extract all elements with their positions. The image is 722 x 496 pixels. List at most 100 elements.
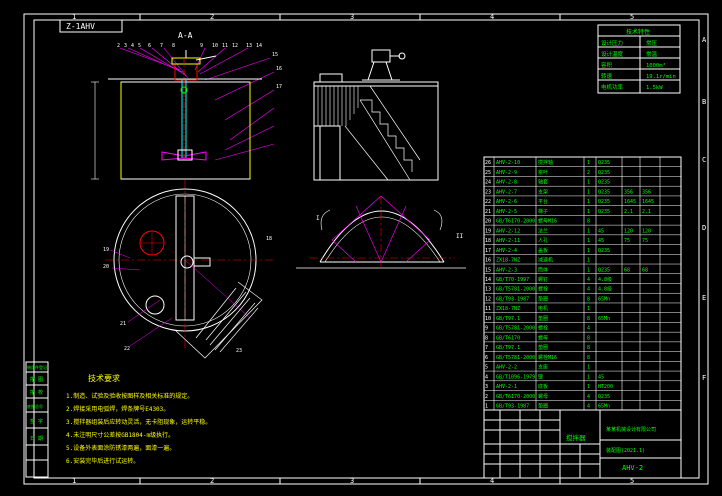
bom-cell: 3 bbox=[485, 384, 488, 390]
bom-cell: HT200 bbox=[598, 384, 613, 390]
bom-cell: 8 bbox=[587, 219, 590, 225]
bom-cell: Q235 bbox=[598, 248, 610, 254]
bom-cell: 45 bbox=[598, 238, 604, 244]
dome-truss-view: I II bbox=[296, 195, 466, 270]
svg-text:8: 8 bbox=[172, 43, 175, 49]
svg-text:13: 13 bbox=[246, 43, 252, 49]
margin-label-3: 底图总号 bbox=[27, 403, 43, 409]
zone-col-5-bottom: 5 bbox=[630, 477, 634, 485]
bom-cell: 4 bbox=[485, 374, 488, 380]
bom-cell: 8 bbox=[485, 335, 488, 341]
bom-cell: 4 bbox=[587, 277, 590, 283]
tech-line-5: 5.设备外表面涂防锈漆两遍，面漆一遍。 bbox=[66, 444, 175, 452]
bom-cell: 4.8级 bbox=[598, 276, 612, 283]
svg-text:转速: 转速 bbox=[601, 72, 613, 80]
bom-cell: AHV-2-1 bbox=[496, 384, 517, 390]
svg-text:设计压力: 设计压力 bbox=[601, 39, 623, 47]
bom-cell: GB/T97.1 bbox=[496, 316, 520, 322]
bom-cell: 1645 bbox=[642, 199, 654, 205]
svg-text:设计温度: 设计温度 bbox=[601, 50, 624, 58]
bom-cell: GB/T1096-1979 bbox=[496, 374, 535, 380]
zone-col-2-bottom: 2 bbox=[210, 477, 214, 485]
outer-frame bbox=[23, 13, 709, 485]
svg-text:17: 17 bbox=[276, 84, 282, 90]
zone-row-c: C bbox=[702, 156, 706, 164]
bom-cell: 电机 bbox=[538, 305, 548, 312]
bom-cell: 1 bbox=[587, 228, 590, 234]
bom-cell: 垫圈 bbox=[538, 315, 548, 322]
bom-cell: 65Mn bbox=[598, 404, 610, 410]
bom-cell: AHV-2-4 bbox=[496, 248, 517, 254]
bom-cell: 1 bbox=[485, 404, 488, 410]
bom-cell: 24 bbox=[485, 180, 491, 186]
bom-cell: 68 bbox=[642, 267, 648, 273]
bom-cell: GB/T97.1 bbox=[496, 345, 520, 351]
bom-cell: 螺钉 bbox=[538, 276, 548, 283]
bom-cell: AHV-2-9 bbox=[496, 170, 517, 176]
bom-cell: 19 bbox=[485, 228, 491, 234]
left-margin-block: 借用件登记 描 图 描 校 底图总号 签 字 日 期 bbox=[25, 361, 49, 478]
bom-cell: 平台 bbox=[538, 198, 548, 205]
bom-cell: 65Mn bbox=[598, 316, 610, 322]
bom-cell: 桨叶 bbox=[538, 169, 548, 176]
bom-cell: 1 bbox=[587, 248, 590, 254]
bom-cell: 键 bbox=[538, 373, 543, 380]
svg-text:10: 10 bbox=[212, 43, 218, 49]
zone-marks-top: 1 2 3 4 5 1 2 3 4 5 bbox=[72, 13, 634, 485]
title-left: 搅拌器 bbox=[566, 433, 586, 442]
zone-row-f: F bbox=[702, 374, 706, 382]
bom-cell: 17 bbox=[485, 248, 491, 254]
bom-cell: 垫圈 bbox=[538, 344, 548, 351]
svg-text:19: 19 bbox=[103, 247, 109, 253]
bom-cell: 14 bbox=[485, 277, 491, 283]
zone-row-e: E bbox=[702, 294, 706, 302]
bom-cell: 22 bbox=[485, 199, 491, 205]
bom-cell: 1 bbox=[587, 189, 590, 195]
bom-cell: 21 bbox=[485, 209, 491, 215]
margin-label-4: 签 字 bbox=[30, 418, 43, 425]
zone-col-4: 4 bbox=[490, 13, 494, 21]
bom-cell: Q235 bbox=[598, 394, 610, 400]
bom-cell: 支架 bbox=[538, 188, 548, 195]
bom-cell: 螺母M16 bbox=[538, 218, 557, 225]
zone-col-4-bottom: 4 bbox=[490, 477, 494, 485]
svg-text:3: 3 bbox=[124, 43, 127, 49]
bom-cell: 螺栓 bbox=[538, 325, 548, 332]
bom-cell: 8 bbox=[587, 355, 590, 361]
svg-text:容积: 容积 bbox=[601, 61, 613, 69]
svg-text:21: 21 bbox=[120, 321, 126, 327]
bom-cell: 1 bbox=[587, 180, 590, 186]
bom-cell: AHV-2-11 bbox=[496, 238, 520, 244]
bom-cell: GB/T93-1987 bbox=[496, 296, 529, 302]
svg-text:4: 4 bbox=[131, 43, 134, 49]
svg-text:18: 18 bbox=[266, 236, 272, 242]
bom-cell: 8 bbox=[587, 335, 590, 341]
bom-cell: Q235 bbox=[598, 267, 610, 273]
tech-line-1: 1.制造、试验及验收按图样及相关标准的规定。 bbox=[66, 392, 193, 400]
svg-text:15: 15 bbox=[272, 52, 278, 58]
bom-cell: 1 bbox=[587, 306, 590, 312]
bom-cell: 4 bbox=[587, 287, 590, 293]
bom-cell: AHV-2-5 bbox=[496, 209, 517, 215]
bom-cell: AHV-2-3 bbox=[496, 267, 517, 273]
bom-cell: AHV-2-8 bbox=[496, 180, 517, 186]
bom-cell: 75 bbox=[642, 238, 648, 244]
bom-cell: 18 bbox=[485, 238, 491, 244]
tech-line-2: 2.焊接采用电弧焊，焊条牌号E4303。 bbox=[66, 405, 169, 413]
side-elevation-view bbox=[313, 49, 439, 181]
plan-view: 19 20 21 22 23 18 bbox=[103, 180, 275, 359]
bom-cell: 梯子 bbox=[538, 208, 548, 215]
svg-text:14: 14 bbox=[256, 43, 262, 49]
bom-cell: 8 bbox=[587, 316, 590, 322]
svg-text:16: 16 bbox=[276, 66, 282, 72]
bom-cell: 356 bbox=[642, 189, 651, 195]
bom-cell: AHV-2-7 bbox=[496, 189, 517, 195]
bom-cell: GB/T6170-2000 bbox=[496, 219, 535, 225]
tech-line-4: 4.未注明尺寸公差按GB1804-m级执行。 bbox=[66, 431, 174, 439]
bom-cell: AHV-2-10 bbox=[496, 160, 520, 166]
spec-title: 技术特性 bbox=[626, 28, 650, 36]
bom-cell: Q235 bbox=[598, 209, 610, 215]
margin-label-5: 日 期 bbox=[30, 436, 43, 442]
bom-cell: GB/T70-1997 bbox=[496, 277, 529, 283]
bom-cell: 4 bbox=[587, 394, 590, 400]
